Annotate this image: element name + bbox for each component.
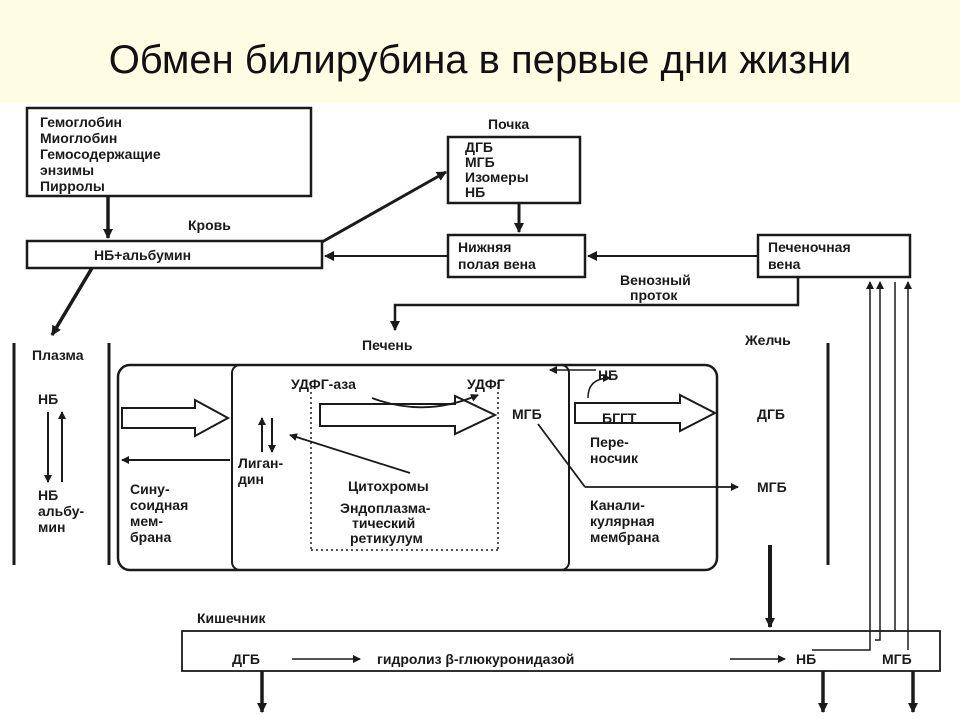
venous-duct-line-2: проток — [630, 287, 678, 303]
liver-label: Печень — [362, 337, 413, 353]
arrow-blood-kidney — [321, 170, 447, 244]
plasma-nb-alb-1: НБ — [38, 487, 58, 503]
intestine-nb: НБ — [796, 651, 816, 667]
kidney-line-4: НБ — [465, 184, 485, 200]
bile-dgb: ДГБ — [757, 406, 785, 422]
membrane-line-3: мем- — [130, 513, 163, 529]
venous-duct-line-1: Венозный — [620, 272, 691, 288]
portal-line-2: вена — [768, 256, 801, 272]
canalicular-line-1: Канали- — [590, 497, 645, 513]
canalicular-line-3: мембрана — [590, 529, 660, 545]
blood-box — [25, 239, 324, 270]
arrow-cytochromes-ligandin — [289, 433, 411, 474]
arrow-portal-liver — [390, 277, 800, 331]
sources-line-5: Пирролы — [40, 178, 105, 194]
arc-udfg — [371, 394, 479, 409]
title-band — [0, 0, 960, 103]
ivc-line-2: полая вена — [458, 256, 536, 272]
membrane-line-1: Сину- — [130, 481, 170, 497]
block-arrow-uptake — [121, 398, 231, 438]
intestine-process: гидролиз β-глюкуронидазой — [377, 651, 574, 667]
plasma-label: Плазма — [32, 347, 84, 363]
membrane-line-4: брана — [130, 529, 171, 545]
intestine-mgb: МГБ — [882, 651, 912, 667]
kidney-line-1: ДГБ — [465, 139, 493, 155]
er-line-3: ретикулум — [350, 530, 423, 546]
bile-mgb: МГБ — [757, 479, 787, 495]
arrow-mgb-nb — [587, 374, 611, 399]
udfg: УДФГ — [467, 376, 505, 392]
liver-nb: НБ — [598, 367, 618, 383]
line-carrier — [537, 423, 586, 488]
cytochromes: Цитохромы — [348, 478, 429, 494]
sources-line-2: Миоглобин — [40, 130, 117, 146]
intestine-label: Кишечник — [197, 610, 266, 626]
sources-line-3: Гемосодержащие — [40, 146, 161, 162]
canalicular-line-2: кулярная — [590, 513, 655, 529]
carrier-line-2: носчик — [590, 450, 639, 466]
intestine-box — [181, 630, 941, 672]
block-arrow-excretion — [574, 393, 718, 433]
arrow-intestine-portal-1 — [812, 281, 874, 651]
ligandin-line-2: дин — [238, 471, 264, 487]
portal-line-1: Печеночная — [768, 239, 851, 255]
membrane-line-2: соидная — [130, 497, 188, 513]
hepatocyte-box — [231, 364, 570, 571]
kidney-box — [446, 135, 582, 205]
ligandin-line-1: Лиган- — [238, 455, 284, 471]
slide-title: Обмен билирубина в первые дни жизни — [108, 38, 852, 82]
sources-line-1: Гемоглобин — [40, 114, 122, 130]
sources-line-4: энзимы — [40, 162, 94, 178]
udfg-aza: УДФГ-аза — [291, 376, 356, 392]
carrier-line-1: Пере- — [590, 434, 629, 450]
blood-label: Кровь — [188, 217, 231, 233]
blood-box-text: НБ+альбумин — [94, 247, 191, 263]
plasma-nb-alb-3: мин — [38, 519, 65, 535]
intestine-dgb: ДГБ — [232, 651, 260, 667]
arrow-intestine-portal-2 — [875, 281, 884, 641]
arrow-blood-plasma — [50, 267, 94, 336]
bile-label: Желчь — [744, 332, 791, 348]
plasma-nb-alb-2: альбу- — [38, 503, 85, 519]
ivc-line-1: Нижняя — [458, 239, 511, 255]
kidney-line-2: МГБ — [465, 154, 495, 170]
er-line-1: Эндоплазма- — [340, 500, 431, 516]
er-line-2: тический — [352, 515, 415, 531]
liver-mgb: МГБ — [512, 406, 542, 422]
block-arrow-conjugation — [319, 394, 498, 436]
bgtt: БГГТ — [602, 410, 637, 426]
kidney-line-3: Изомеры — [465, 169, 529, 185]
kidney-label: Почка — [488, 116, 529, 132]
sources-box — [25, 106, 313, 198]
plasma-nb: НБ — [38, 391, 58, 407]
